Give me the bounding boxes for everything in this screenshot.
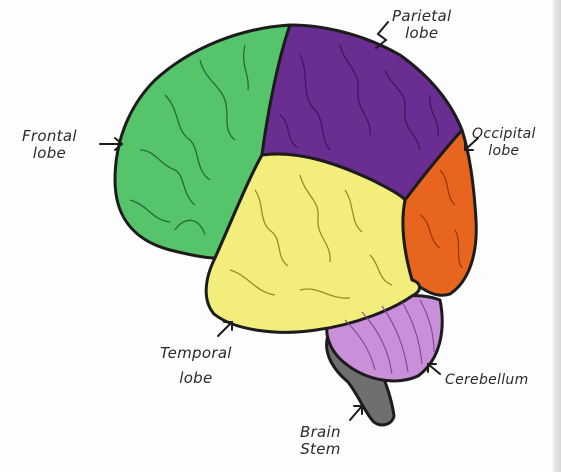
frontal-lobe-label-line1: Frontal — [22, 128, 77, 145]
occipital-lobe-label-line1: Occipital — [472, 126, 536, 143]
temporal-lobe-label-line1: Temporal — [160, 345, 232, 362]
temporal-arrow — [218, 322, 232, 336]
brainstem-label: Brain Stem — [300, 424, 341, 458]
occipital-lobe-label: Occipital lobe — [472, 126, 536, 160]
brainstem-label-line2: Stem — [300, 441, 341, 458]
brainstem-label-line1: Brain — [300, 424, 341, 441]
temporal-lobe-label: Temporal lobe — [160, 345, 232, 387]
frontal-lobe-label: Frontal lobe — [22, 128, 77, 162]
parietal-lobe-label: Parietal lobe — [392, 8, 451, 42]
occipital-lobe-label-line2: lobe — [472, 143, 536, 160]
brainstem-arrow — [350, 406, 362, 420]
frontal-lobe-label-line2: lobe — [22, 145, 77, 162]
cerebellum-label: Cerebellum — [445, 372, 529, 389]
parietal-lobe-label-line2: lobe — [392, 25, 451, 42]
cerebellum-arrow — [428, 364, 440, 374]
temporal-lobe-label-line2: lobe — [160, 370, 232, 387]
right-edge-border — [553, 0, 561, 472]
parietal-lobe-label-line1: Parietal — [392, 8, 451, 25]
cerebellum-label-line1: Cerebellum — [445, 372, 529, 389]
